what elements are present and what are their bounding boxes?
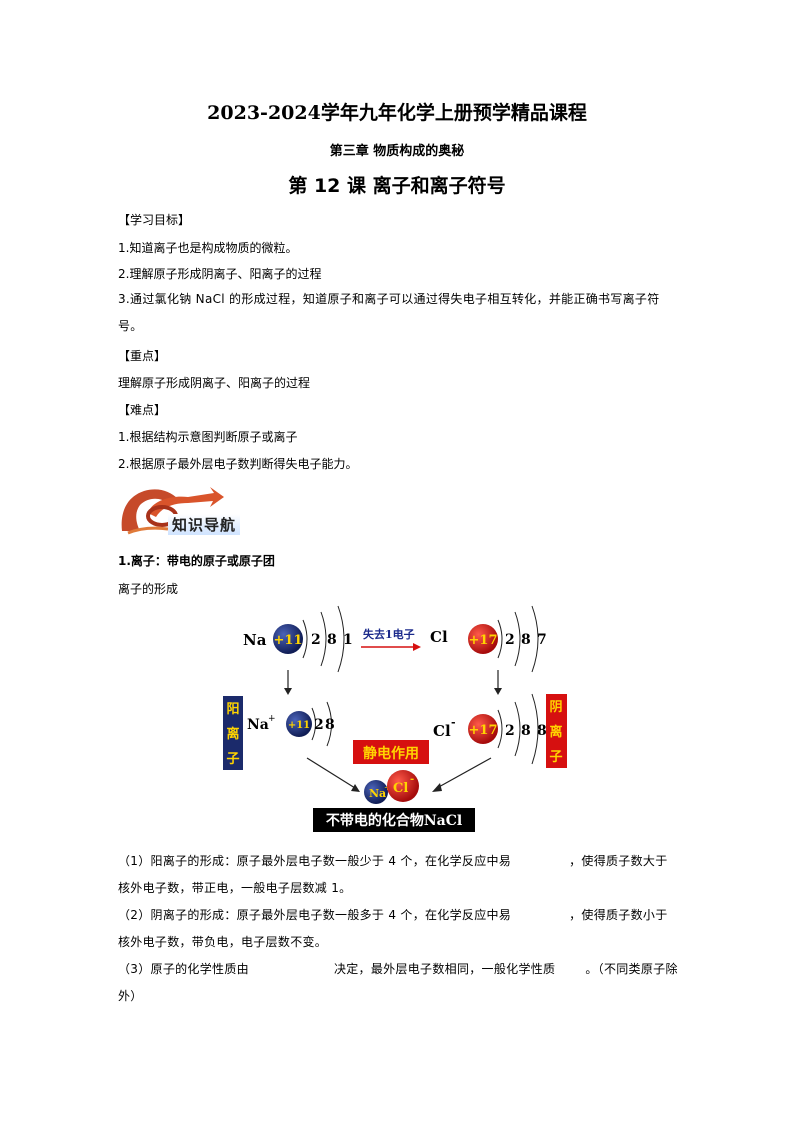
point-text: ，使得质子数大于核外电子数，带正电，一般电子层数减 1。 xyxy=(118,854,668,895)
anion-char-1: 阴 xyxy=(549,700,562,715)
na-ion-shell-2: 8 xyxy=(325,717,335,733)
difficulty-item: 2.根据原子最外层电子数判断得失电子能力。 xyxy=(118,457,358,471)
na-ion-nucleus-charge: +11 xyxy=(288,720,310,731)
na-shell-3: 1 xyxy=(343,632,353,648)
cl-nucleus xyxy=(468,624,498,654)
lesson-title: 第 12 课 离子和离子符号 xyxy=(288,175,506,197)
cation-char-3: 子 xyxy=(226,752,239,767)
cl-nucleus-charge: +17 xyxy=(469,633,498,648)
anion-char-2: 离 xyxy=(549,724,562,740)
section-subheading: 离子的形成 xyxy=(118,582,179,596)
cl-shell-3: 7 xyxy=(537,632,547,648)
document-title: 2023-2024学年九年化学上册预学精品课程 xyxy=(207,102,587,124)
cl-shell-2: 8 xyxy=(521,632,531,648)
na-nucleus xyxy=(273,624,303,654)
cl-ion-charge: - xyxy=(451,716,456,729)
product-cl-ion xyxy=(387,770,419,802)
product-na-symbol: Na xyxy=(369,787,386,800)
point-anion-formation: （2）阴离子的形成：原子最外层电子数一般多于 4 个，在化学反应中易，使得质子数… xyxy=(118,902,678,956)
product-cl-symbol: Cl xyxy=(393,781,408,796)
point-cation-formation: （1）阳离子的形成：原子最外层电子数一般少于 4 个，在化学反应中易，使得质子数… xyxy=(118,848,678,902)
objective-item: 3.通过氯化钠 NaCl 的形成过程，知道原子和离子可以通过得失电子相互转化，并… xyxy=(118,292,660,333)
cation-box xyxy=(223,696,243,770)
difficulty-item: 1.根据结构示意图判断原子或离子 xyxy=(118,430,298,444)
na-ion-nucleus xyxy=(286,711,312,737)
ion-formation-diagram: Na +11 2 8 1 失去1电子 Cl +17 2 8 7 阳 离 子 Na… xyxy=(223,605,567,832)
cl-ion-shell-2: 8 xyxy=(521,723,531,739)
anion-char-3: 子 xyxy=(549,750,562,765)
chapter-heading: 第三章 物质构成的奥秘 xyxy=(329,144,465,159)
section-heading: 1.离子：带电的原子或原子团 xyxy=(118,554,275,568)
na-ion-shell-1: 2 xyxy=(314,717,324,733)
cation-char-1: 阳 xyxy=(226,702,239,717)
objective-item: 1.知道离子也是构成物质的微粒。 xyxy=(118,241,298,255)
cl-ion-symbol: Cl xyxy=(433,722,451,740)
point-text: ，使得质子数小于核外电子数，带负电，电子层数不变。 xyxy=(118,908,668,949)
difficulties-heading: 【难点】 xyxy=(118,403,167,417)
product-label: 不带电的化合物NaCl xyxy=(326,812,462,829)
point-text: （3）原子的化学性质由 xyxy=(118,962,249,976)
na-shell-2: 8 xyxy=(327,632,337,648)
cl-shell-1: 2 xyxy=(505,632,515,648)
anion-box xyxy=(546,694,567,768)
na-nucleus-charge: +11 xyxy=(274,633,303,648)
objective-item: 2.理解原子形成阴离子、阳离子的过程 xyxy=(118,267,322,281)
cl-ion-shell-1: 2 xyxy=(505,723,515,739)
point-text: 决定，最外层电子数相同，一般化学性质 xyxy=(333,962,556,976)
product-label-box xyxy=(313,808,475,832)
point-text: （2）阴离子的形成：原子最外层电子数一般多于 4 个，在化学反应中易 xyxy=(118,908,512,922)
na-shell-1: 2 xyxy=(311,632,321,648)
cation-char-2: 离 xyxy=(226,726,239,742)
product-na-ion xyxy=(364,780,388,804)
cl-ion-nucleus-charge: +17 xyxy=(469,723,498,738)
product-cl-charge: - xyxy=(410,774,414,785)
na-atom-symbol: Na xyxy=(243,631,267,649)
point-text: 。（不同类原子除外） xyxy=(118,962,678,1003)
na-ion-symbol: Na xyxy=(247,717,269,733)
objectives-heading: 【学习目标】 xyxy=(118,213,191,227)
force-label-box xyxy=(353,740,429,764)
cl-ion-shell-3: 8 xyxy=(537,723,547,739)
key-points-heading: 【重点】 xyxy=(118,349,167,363)
knowledge-nav-label: 知识导航 xyxy=(168,514,241,535)
na-ion-charge: + xyxy=(268,714,276,724)
key-points-text: 理解原子形成阴离子、阳离子的过程 xyxy=(118,376,311,390)
cl-atom-symbol: Cl xyxy=(430,628,448,646)
transfer-label: 失去1电子 xyxy=(363,627,415,641)
point-text: （1）阳离子的形成：原子最外层电子数一般少于 4 个，在化学反应中易 xyxy=(118,854,512,868)
force-label: 静电作用 xyxy=(363,745,419,762)
point-chemical-property: （3）原子的化学性质由 决定，最外层电子数相同，一般化学性质。（不同类原子除外） xyxy=(118,956,678,1010)
cl-ion-nucleus xyxy=(468,714,498,744)
